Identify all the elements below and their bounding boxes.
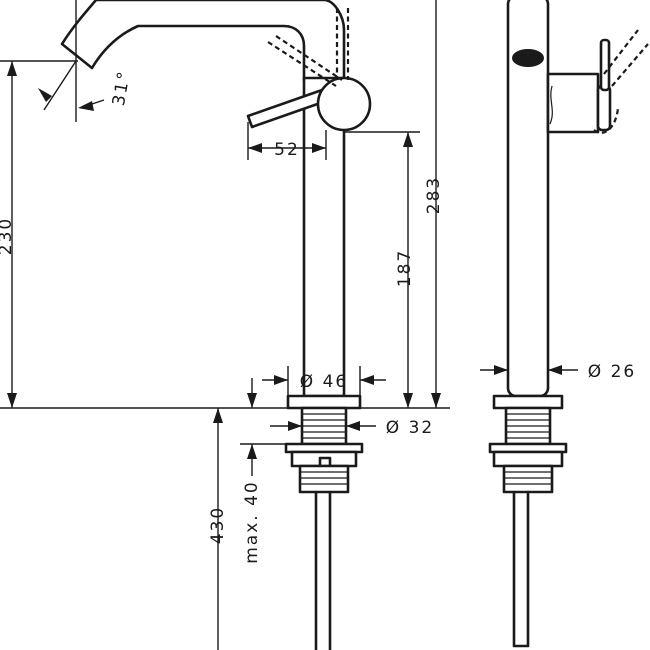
side-aerator (512, 49, 544, 67)
dim-31-arrow-left (38, 88, 52, 102)
dim-26-arrow-right (548, 365, 562, 375)
label-diameter-46: Ø 46 (300, 372, 348, 392)
label-230: 230 (0, 217, 16, 255)
dim-46-arrow-left (274, 375, 288, 385)
side-thread-lines-lower (504, 471, 552, 485)
dim-32-arrow-left (288, 421, 302, 431)
side-handle-alt (603, 29, 649, 87)
dimension-lines (0, 0, 578, 650)
side-fixing-nut (492, 450, 564, 468)
front-spout (60, 0, 346, 82)
front-thread-bottom (298, 464, 350, 494)
side-handle-lever (599, 38, 611, 92)
dim-52-arrow-left (248, 143, 262, 153)
dim-46-arrow-right (360, 375, 374, 385)
dim-max40-arrow-bottom (247, 444, 257, 459)
label-430: 430 (208, 506, 228, 544)
dim-26-arrow-left (494, 365, 508, 375)
side-view (488, 0, 649, 648)
side-thread-bottom (502, 464, 554, 494)
label-283: 283 (424, 176, 444, 214)
side-handle-swing (593, 107, 620, 134)
label-max-40: max. 40 (242, 480, 262, 563)
front-body-column (302, 76, 346, 398)
dimension-labels: 230 283 187 430 max. 40 52 Ø 46 Ø 32 Ø 2… (0, 68, 636, 563)
label-diameter-26: Ø 26 (588, 362, 636, 382)
dim-187-arrow-bottom (403, 393, 413, 408)
dim-max40-arrow-top (247, 393, 257, 408)
dim-430-arrow-top (213, 408, 223, 423)
front-handle-hub (316, 76, 372, 132)
label-187: 187 (395, 249, 415, 287)
side-break-line (549, 85, 553, 125)
dim-52-arrow-right (312, 143, 326, 153)
label-31-degrees: 31° (109, 68, 135, 107)
dim-230-arrow-bottom (7, 393, 17, 408)
dim-31-leader (43, 60, 77, 111)
dim-230-arrow-top (7, 61, 17, 76)
front-base-flange (286, 394, 362, 410)
side-handle-cap (596, 84, 612, 132)
dim-283-arrow-bottom (431, 393, 441, 408)
side-handle-cartridge (546, 72, 600, 134)
dim-32-arrow-right (346, 421, 360, 431)
side-thread-lines (506, 413, 550, 439)
side-base-flange (492, 394, 564, 410)
dim-187-arrow-top (403, 132, 413, 147)
label-52: 52 (274, 140, 300, 160)
front-handle-alt-up (335, 8, 350, 80)
label-diameter-32: Ø 32 (386, 418, 434, 438)
front-thread-lines (302, 413, 346, 439)
front-thread-lines-lower (300, 471, 348, 485)
front-supply-hose (314, 490, 332, 650)
front-handle-alt-left (267, 35, 343, 87)
side-supply-hose (512, 490, 530, 648)
front-view (60, 0, 372, 650)
dim-31-arrow-right (78, 101, 94, 111)
